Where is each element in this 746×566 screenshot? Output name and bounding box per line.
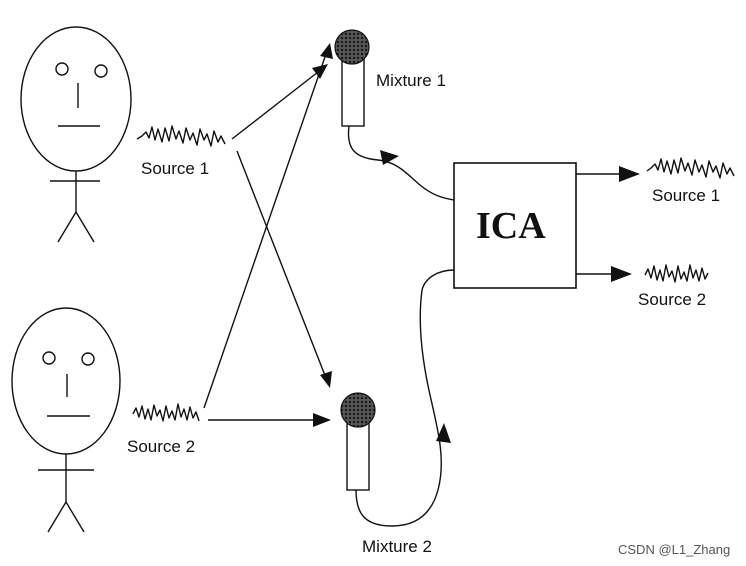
ica-to-source-2-arrow xyxy=(576,266,632,282)
mixture-1-cable xyxy=(347,125,455,201)
output-source-1-label: Source 1 xyxy=(652,186,720,205)
mixture-1-microphone xyxy=(334,29,370,127)
source-2-to-mixture-2-arrow xyxy=(208,413,331,427)
ica-label: ICA xyxy=(476,205,546,247)
ica-box: ICA xyxy=(453,162,577,289)
source-1-label: Source 1 xyxy=(141,159,209,178)
output-source-2-label: Source 2 xyxy=(638,290,706,309)
source-2-label: Source 2 xyxy=(127,437,195,456)
mixture-1-label: Mixture 1 xyxy=(376,71,446,90)
source-2-waveform xyxy=(132,403,200,422)
source-1-to-mixture-2-arrow xyxy=(236,150,332,388)
mixture-2-microphone xyxy=(340,392,376,491)
mixture-2-cable xyxy=(355,269,455,527)
person-2-figure xyxy=(11,307,121,533)
output-source-1-waveform xyxy=(646,157,735,179)
watermark: CSDN @L1_Zhang xyxy=(618,542,730,557)
output-source-2-waveform xyxy=(644,264,709,283)
mixture-2-label: Mixture 2 xyxy=(362,537,432,556)
ica-to-source-1-arrow xyxy=(576,166,640,182)
source-2-to-mixture-1-arrow xyxy=(203,43,333,409)
source-1-to-mixture-1-arrow xyxy=(231,64,328,140)
person-1-figure xyxy=(20,26,132,243)
source-1-waveform xyxy=(136,125,226,147)
